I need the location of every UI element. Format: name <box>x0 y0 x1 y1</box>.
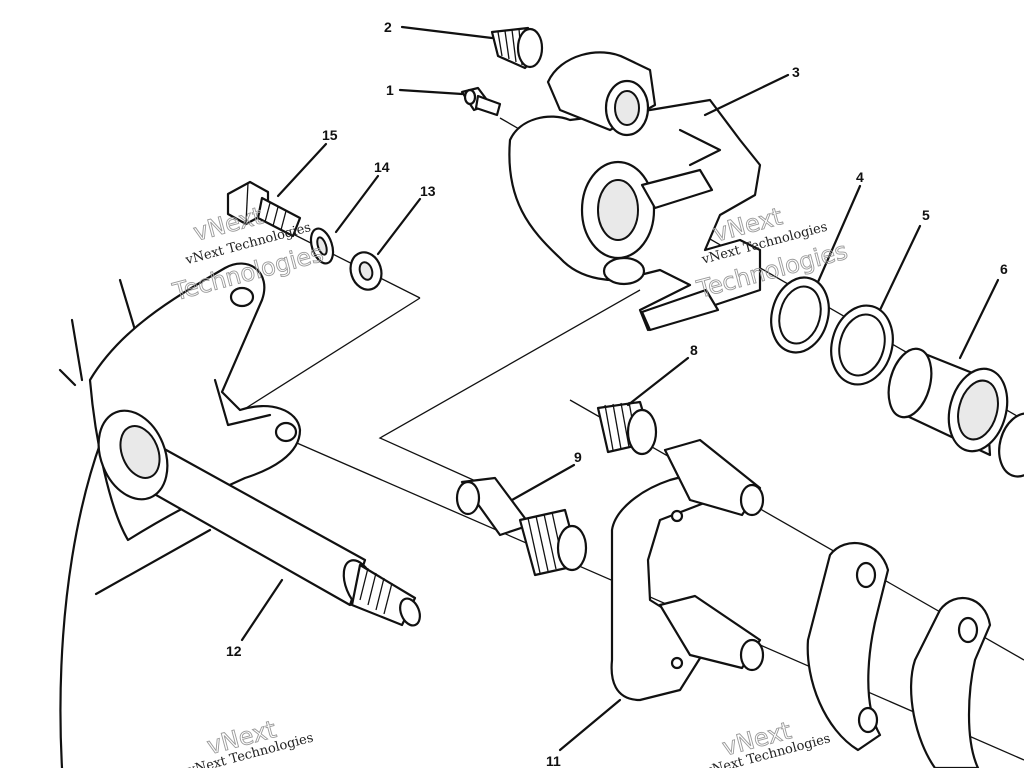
callout-15: 15 <box>322 127 338 143</box>
brake-pads <box>806 541 992 768</box>
caliper-slot <box>678 128 722 167</box>
callout-14: 14 <box>374 159 390 175</box>
frame-stub-a <box>118 278 137 332</box>
caliper-lower-bore <box>602 256 646 286</box>
spring-8 <box>596 400 658 456</box>
pin-axis-leader <box>378 289 641 493</box>
caliper-jaw-lower <box>640 288 720 332</box>
shaft-tip <box>399 597 421 627</box>
callout-12: 12 <box>226 643 242 659</box>
bolt-axis-leader <box>234 297 421 416</box>
pad-left <box>806 541 890 752</box>
shaft-flange-face <box>119 425 161 479</box>
axle-shaft <box>97 409 421 627</box>
frame-line <box>94 528 212 596</box>
callout-1: 1 <box>386 82 394 98</box>
caliper-jaw-upper <box>640 168 714 210</box>
bracket-hole-upper <box>229 286 255 308</box>
piston-6 <box>887 347 1009 457</box>
callout-5: 5 <box>922 207 930 223</box>
mounting-plate <box>610 438 765 702</box>
bracket-edge <box>213 378 272 427</box>
callout-2: 2 <box>384 19 392 35</box>
callout-3: 3 <box>792 64 800 80</box>
plate-body <box>610 470 714 702</box>
callout-labels: 2 1 3 4 5 6 8 9 11 12 13 14 15 <box>226 19 1008 768</box>
seal-5 <box>830 304 894 386</box>
caliper-body <box>508 51 762 332</box>
pad-right <box>909 596 992 768</box>
callout-8: 8 <box>690 342 698 358</box>
guide-pin-9 <box>455 476 588 577</box>
bracket-hole-lower <box>274 421 298 443</box>
callout-11: 11 <box>546 753 561 768</box>
frame-stub-c <box>58 368 77 387</box>
watermark-bottom-right: vNext vNext Technologies <box>703 716 833 768</box>
watermark-bottom-left: vNext vNext Technologies <box>185 715 315 768</box>
seal-4 <box>770 276 830 354</box>
bolt-assembly <box>226 180 383 291</box>
threaded-plug <box>490 26 544 70</box>
lower-pin-axis <box>289 439 1024 761</box>
leader-lines <box>240 25 1000 752</box>
next-part-edge <box>998 412 1024 478</box>
frame-stub-b <box>70 318 84 382</box>
callout-6: 6 <box>1000 261 1008 277</box>
callout-13: 13 <box>420 183 436 199</box>
bleeder-valve <box>460 86 502 117</box>
watermark-top-left: vNext vNext Technologies Technologies <box>169 201 327 307</box>
callout-4: 4 <box>856 169 864 185</box>
callout-9: 9 <box>574 449 582 465</box>
